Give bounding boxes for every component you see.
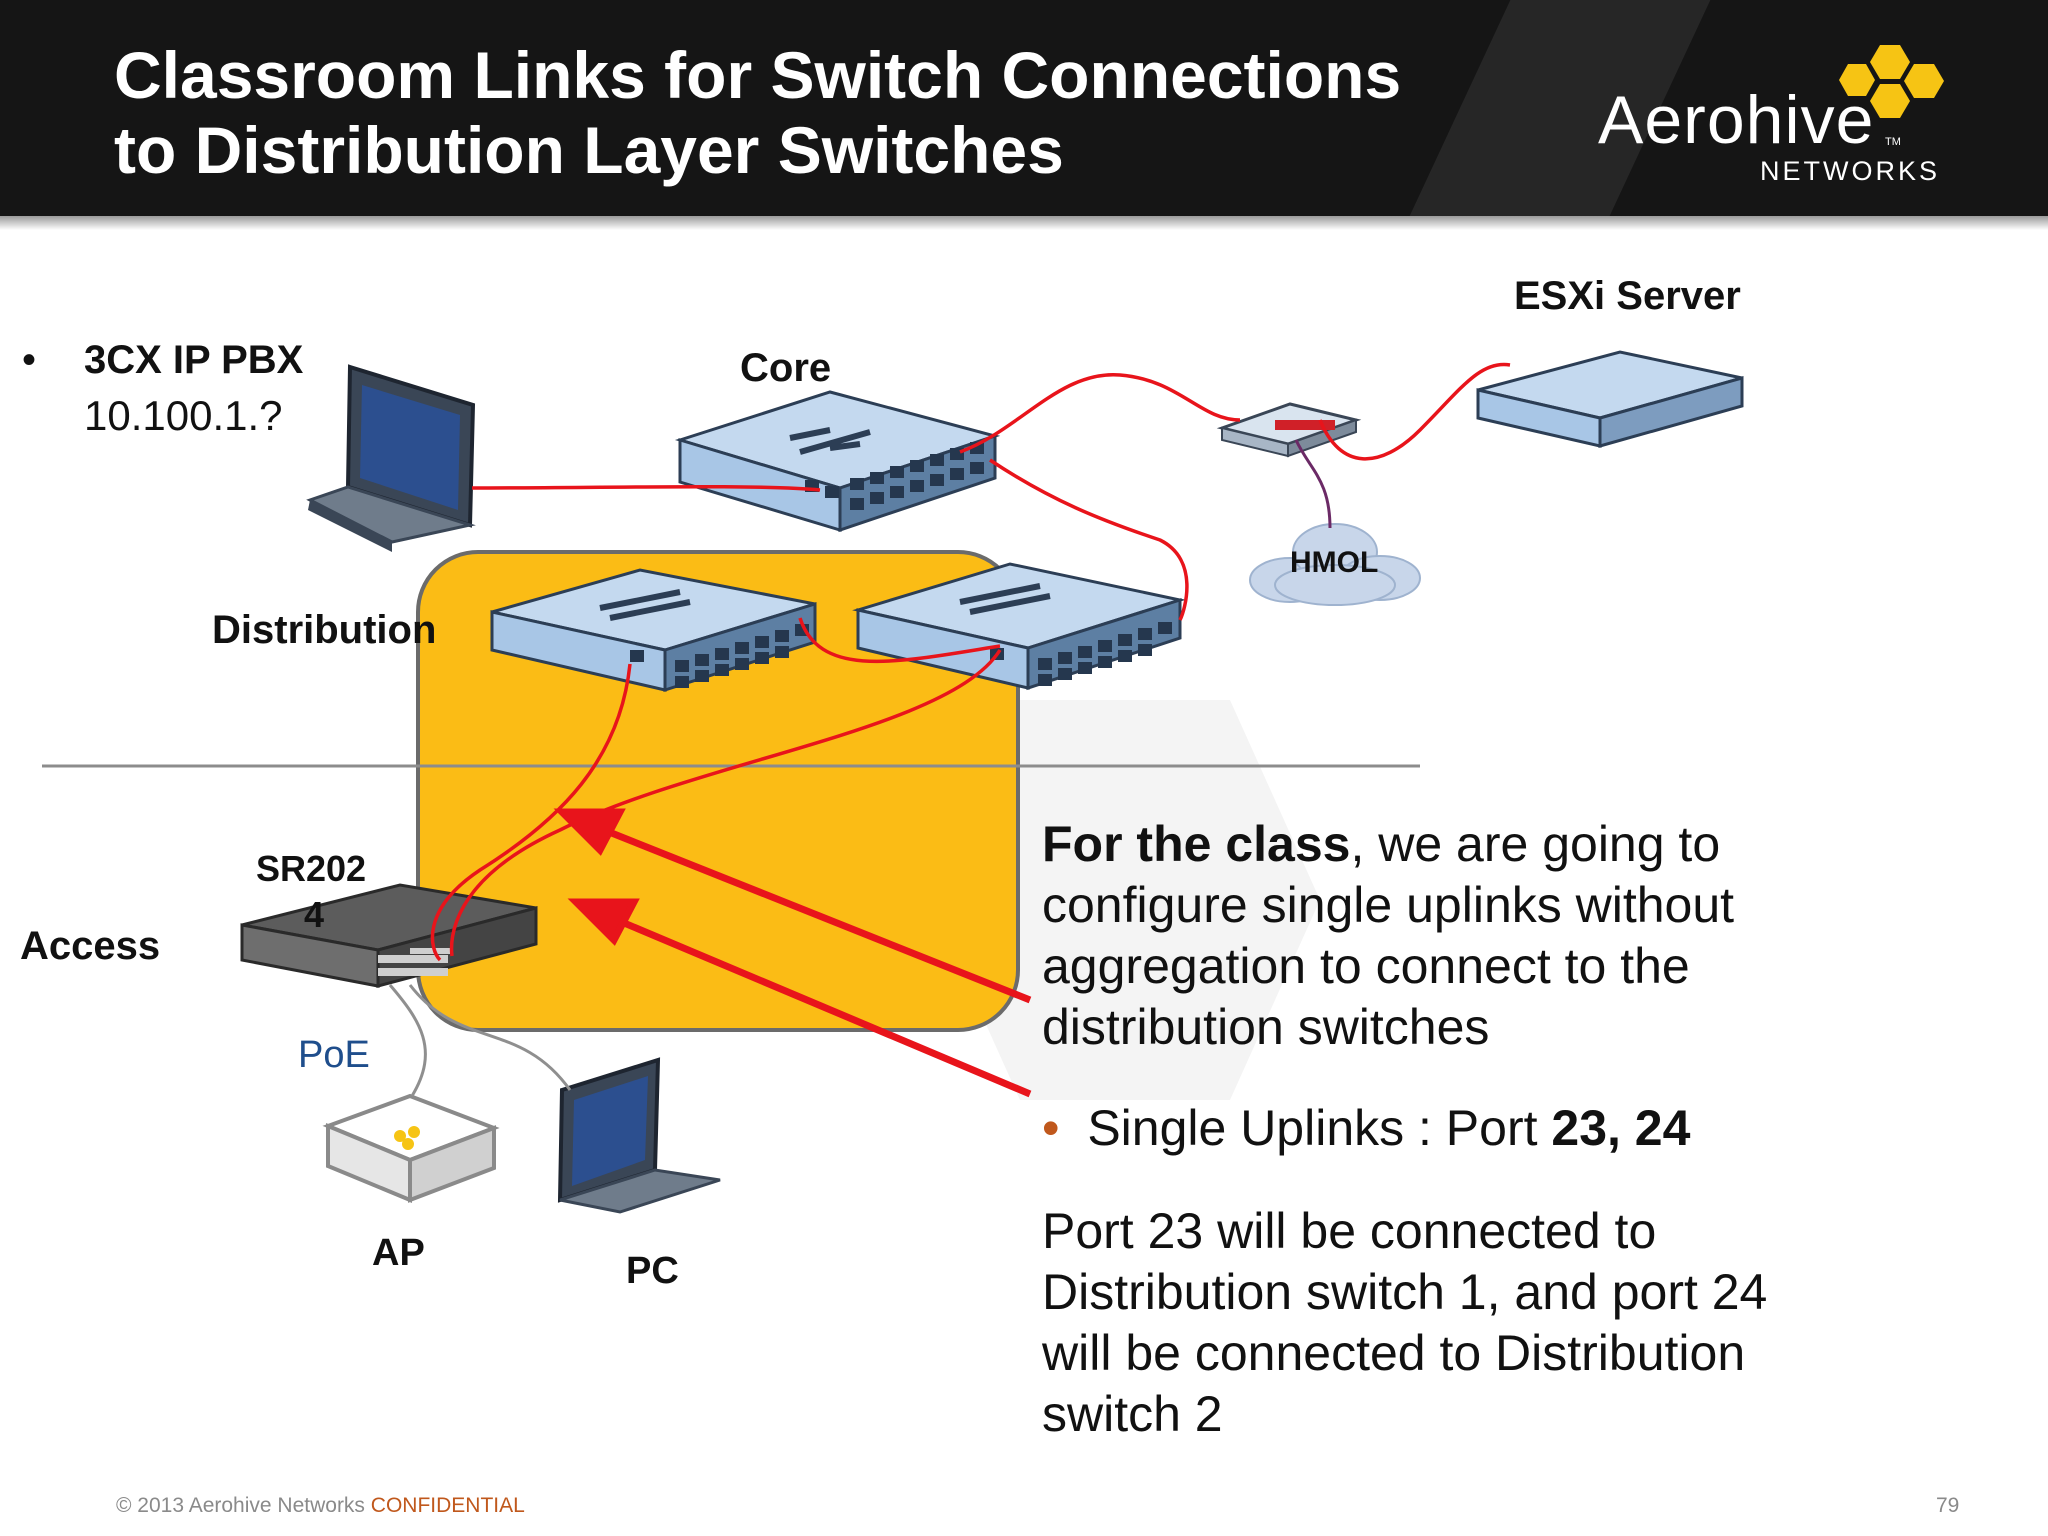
logo-wordmark: Aerohive <box>1598 82 1875 158</box>
logo-networks: NETWORKS <box>1760 156 1941 186</box>
access-switch-sr2024-icon <box>240 883 538 988</box>
header-shadow <box>0 216 2048 230</box>
slide-header: Classroom Links for Switch Connections t… <box>0 0 2048 216</box>
bullet-dot: • <box>1042 1100 1060 1156</box>
hmol-link <box>1294 439 1332 529</box>
page-number: 79 <box>1936 1494 1960 1517</box>
router-icon <box>1216 402 1362 458</box>
sr2024-label: SR202 4 <box>256 846 366 938</box>
esxi-server-label: ESXi Server <box>1514 274 1741 318</box>
highlight-box <box>416 550 1020 1032</box>
paragraph-bold-lead: For the class <box>1042 816 1351 872</box>
paragraph-class-config: For the class, we are going to configure… <box>1042 814 1862 1058</box>
poe-label: PoE <box>298 1034 370 1076</box>
paragraph-port-mapping: Port 23 will be connected to Distributio… <box>1042 1203 1768 1442</box>
logo-tm: TM <box>1885 136 1901 148</box>
distribution-switch-2-icon <box>852 562 1186 691</box>
slide-title: Classroom Links for Switch Connections t… <box>114 38 1401 188</box>
pbx-name-label: 3CX IP PBX <box>84 338 304 382</box>
esxi-server-icon <box>1476 350 1744 448</box>
ap-icon <box>322 1093 500 1203</box>
title-line-1: Classroom Links for Switch Connections <box>114 38 1402 112</box>
pc-label: PC <box>626 1250 679 1292</box>
footer-copyright-text: © 2013 Aerohive Networks <box>116 1494 365 1517</box>
distribution-label: Distribution <box>212 608 437 652</box>
logo-hexagons-icon <box>1839 45 1944 118</box>
footer-confidential: CONFIDENTIAL <box>370 1494 525 1517</box>
sr2024-label-line2: 4 <box>304 894 325 935</box>
title-line-2: to Distribution Layer Switches <box>114 113 1064 187</box>
network-cables <box>430 362 1511 962</box>
hmol-cloud-icon <box>1249 523 1421 606</box>
paragraph-rest: , we are going to configure single uplin… <box>1042 816 1735 1055</box>
laptop-pc-icon <box>557 1057 721 1214</box>
ap-label: AP <box>372 1232 425 1274</box>
access-label: Access <box>20 924 161 968</box>
bullet-text: Single Uplinks : Port <box>1087 1100 1552 1156</box>
core-label: Core <box>740 346 832 390</box>
pbx-bullet: • <box>22 338 37 382</box>
bullet-ports: 23, 24 <box>1551 1100 1691 1156</box>
hmol-label: HMOL <box>1290 546 1379 579</box>
sr2024-label-line1: SR202 <box>256 848 367 889</box>
core-switch-icon <box>674 390 1001 533</box>
footer-copyright: © 2013 Aerohive Networks CONFIDENTIAL <box>116 1494 525 1518</box>
grey-cables <box>388 984 572 1097</box>
laptop-pbx-icon <box>306 364 476 552</box>
annotation-arrows <box>553 808 1032 1098</box>
distribution-switch-1-icon <box>490 568 817 693</box>
bullet-single-uplinks: • Single Uplinks : Port 23, 24 <box>1042 1098 1690 1159</box>
pbx-ip-label: 10.100.1.? <box>84 392 283 439</box>
